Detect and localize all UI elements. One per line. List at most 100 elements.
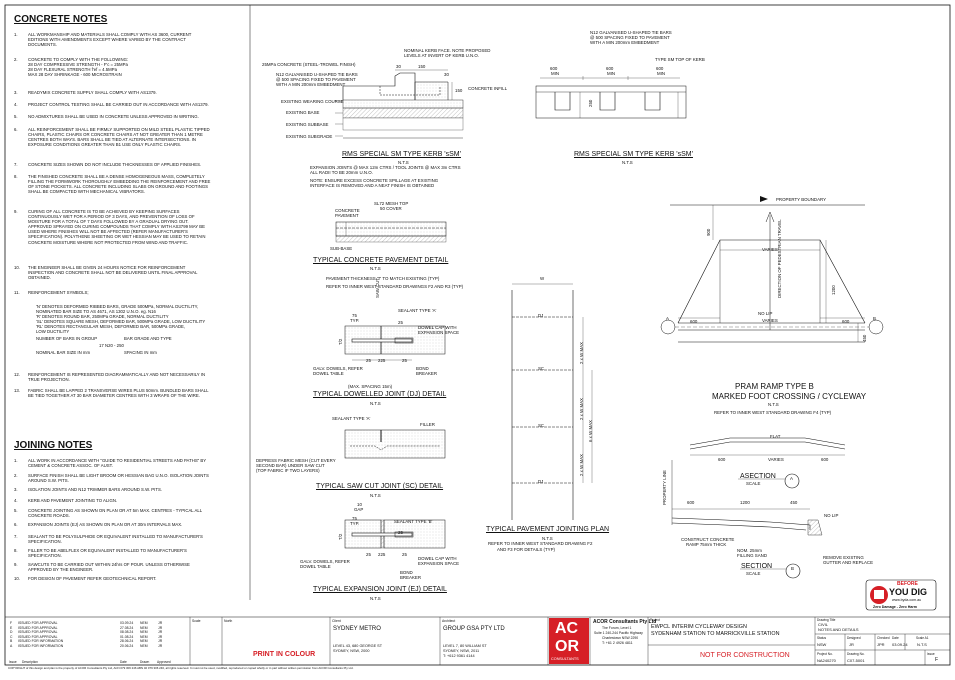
rebar-symbol-line: 'SL' DENOTES SQUARE MESH, DEFORMED BAR, …	[36, 319, 206, 324]
architect-phone: T: +612 9361 4144	[443, 654, 475, 658]
note-line: DOCUMENTS.	[28, 42, 57, 48]
joining-notes-list: 1.ALL WORK IN ACCORDANCE WITH "GUIDE TO …	[14, 458, 244, 603]
note-number: 2.	[14, 57, 18, 62]
rebar-key-bar-size-label: NOMINAL BAR SIZE IN mm	[36, 350, 91, 355]
rev-description: ISSUED FOR APPROVAL	[18, 634, 58, 639]
dim-25: 25	[366, 358, 371, 363]
pavement-label: PAVEMENT	[335, 213, 359, 218]
dowel-joint-title: TYPICAL DOWELLED JOINT (DJ) DETAIL	[313, 391, 447, 398]
sealant-a-label: SEALANT TYPE 'A'	[398, 308, 437, 313]
kerb-face-label: NOMINAL KERB FACE. NOTE PROPOSED	[404, 48, 491, 53]
dim-t2: T/2	[338, 533, 343, 540]
jointing-plan-drawing	[511, 283, 593, 520]
dim-1200: 1200	[831, 285, 836, 295]
rebar-key-bar-grade-label: BAR GRADE AND TYPE	[124, 336, 172, 341]
note-number: 8.	[14, 548, 18, 553]
architect-name: GROUP GSA PTY LTD	[443, 626, 505, 632]
bond-label: BREAKER	[400, 575, 421, 580]
note-line: CHAIRS, PLASTIC CHAIRS OR CONCRETE CHAIR…	[28, 132, 203, 138]
note-line: MAX 28 DAY SHRINKAGE - 600 MICROSTRAIN	[28, 72, 122, 78]
depress-mesh-label: (TOP FABRIC IF TWO LAYERS)	[256, 468, 320, 473]
rebar-key-bar-spacing-label: SPACING IN mm	[124, 350, 157, 355]
cover-label: 50 COVER	[380, 206, 402, 211]
client-address: LEVEL 43, 680 GEORGE ST	[333, 644, 383, 648]
architect-address: LEVEL 7, 80 WILLIAM ST	[443, 644, 487, 648]
construct-ramp-label: CONSTRUCT CONCRETE	[681, 537, 735, 542]
note-text: FABRIC SHALL BE LAPPED 2 TRANSVERSE WIRE…	[28, 388, 218, 398]
galv-dowels-label: GALV. DOWELS, REFER	[300, 559, 350, 564]
note-number: 8.	[14, 174, 18, 179]
note-text: CONCRETE TO COMPLY WITH THE FOLLOWING:28…	[28, 57, 218, 77]
galv-dowels-label: DOWEL TABLE	[313, 371, 344, 376]
existing-subgrade-label: EXISTING SUBGRADE	[286, 134, 333, 139]
rebar-key-bar-example: 17 N20 - 250	[99, 343, 124, 348]
dim-250: 250	[588, 99, 593, 107]
rev-date: 03.09.24	[120, 621, 134, 625]
acor-logo	[549, 618, 589, 664]
rev-date: 20.06.24	[120, 644, 134, 648]
pavement-detail-title: TYPICAL CONCRETE PAVEMENT DETAIL	[313, 257, 449, 264]
note-text: CURING OF ALL CONCRETE IS TO BE ACHIEVED…	[28, 209, 218, 245]
note-line: MOISTURE FOR A TOTAL OF 7 DAYS FOLLOWED …	[28, 219, 189, 225]
pavement-detail-scale: N.T.S	[370, 266, 381, 271]
concrete-notes-list: 1. ALL WORKMANSHIP AND MATERIALS SHALL CO…	[14, 32, 244, 432]
dim-150: 150	[455, 88, 463, 93]
logo-sub: CONSULTANTS	[551, 657, 579, 661]
dim-600: 600	[690, 319, 698, 324]
mesh-label: SL72 MESH TOP	[374, 201, 409, 206]
note-line: ISOLATION JOINTS AND N12 TRIMMER BARS AR…	[28, 487, 163, 492]
filler-label: FILLER	[420, 422, 435, 427]
rebar-symbol-line: LOW DUCTILITY	[36, 329, 70, 334]
note-number: 9.	[14, 209, 18, 214]
joint-spacing-dim: 2 x W MAX	[579, 398, 584, 420]
byd-you-dig: YOU DIG	[889, 587, 928, 597]
pram-ramp-drawing	[660, 196, 884, 343]
rebar-symbol-line: 'RL' DENOTES RECTANGULAR MESH, DEFORMED …	[36, 324, 186, 329]
gap-label: GAP	[354, 507, 364, 512]
architect-address: SYDNEY, NSW, 2011	[443, 649, 480, 653]
note-line: ALL REINFORCEMENT SHALL BE FIRMLY SUPPOR…	[28, 127, 210, 132]
note-line: SAWCUTS TO BE CARRIED OUT WITHIN 24hrs O…	[28, 562, 190, 567]
print-in-colour: PRINT IN COLOUR	[253, 651, 316, 658]
note-number: 7.	[14, 162, 18, 167]
note-line: SPECIFICATION.	[28, 553, 62, 559]
elev-dim: MIN	[607, 71, 616, 76]
rev-approved: JR	[158, 625, 163, 630]
varies-label: VARIES	[762, 247, 778, 252]
project-line: SYDENHAM STATION TO MARRICKVILLE STATION	[651, 631, 780, 637]
note-number: 1.	[14, 32, 18, 37]
note-line: APPROVED BY THE ENGINEER.	[28, 567, 94, 573]
concrete-notes-heading: CONCRETE NOTES	[14, 14, 108, 25]
note-line: 28 DAY FLEXURAL STRENGTH f'ef = 4.5MPa	[28, 67, 117, 73]
note-line: ALL WORKMANSHIP AND MATERIALS SHALL COMP…	[28, 32, 192, 37]
kerb-section-scale: N.T.S	[398, 160, 409, 165]
note-number: 3.	[14, 487, 18, 492]
remove-gutter-label: REMOVE EXISTING	[823, 555, 864, 560]
dowel-cap-label: EXPANSION SPACE	[418, 561, 460, 566]
note-line: PROJECT CONTROL TESTING SHALL BE CARRIED…	[28, 102, 209, 107]
kerb-face-label: LEVELS AT INVERT OF KERB U.N.O.	[404, 53, 480, 58]
depress-mesh-label: SECOND BAR) UNDER SAW CUT	[256, 463, 325, 468]
note-line: FILLING THE FORMWORK THOROUGHLY EMBEDDIN…	[28, 179, 211, 185]
kerb-elevation-title: RMS SPECIAL SM TYPE KERB 'sSM'	[574, 151, 693, 158]
section-tag-b: B	[873, 316, 876, 321]
kerb-bars-label: WITH A MIN 200mm EMBEDMENT	[276, 82, 346, 87]
consultant-address: Charlestown NSW 2290	[602, 636, 639, 640]
joint-type-label: DJ	[538, 313, 544, 318]
pavement-detail-drawing	[335, 221, 447, 243]
existing-wearing-label: EXISTING WEARING COURSE	[281, 99, 344, 104]
note-number: 4.	[14, 498, 18, 503]
jointing-note: REFER TO INNER WEST STANDARD DRAWING F2	[488, 541, 593, 546]
galv-dowels-label: DOWEL TABLE	[300, 564, 331, 569]
note-text: SAWCUTS TO BE CARRIED OUT WITHIN 24hrs O…	[28, 562, 218, 572]
note-text: NO ADMIXTURES SHALL BE USED IN CONCRETE …	[28, 114, 218, 119]
dim-25: 25	[366, 552, 371, 557]
note-text: ALL WORK IN ACCORDANCE WITH "GUIDE TO RE…	[28, 458, 218, 468]
sawcut-joint-scale: N.T.S	[370, 493, 381, 498]
kerb-note: INTERFACE IS REMOVED AND A NEAT FINISH I…	[310, 183, 435, 188]
note-text: CONCRETE SIZES SHOWN DO NOT INCLUDE THIC…	[28, 162, 218, 167]
note-line: FABRIC SHALL BE LAPPED 2 TRANSVERSE WIRE…	[28, 388, 209, 393]
dim-600: 600	[718, 457, 726, 462]
